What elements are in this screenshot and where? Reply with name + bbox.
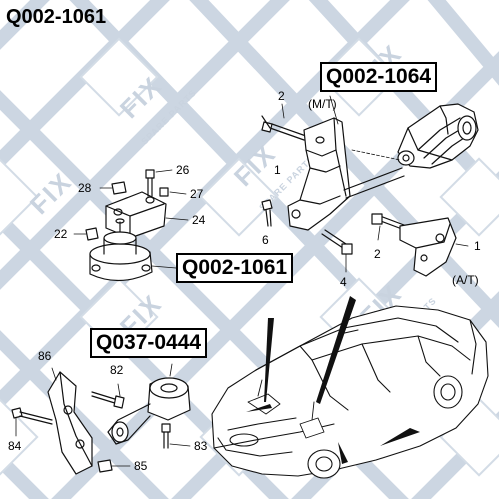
label-83: 83: [194, 439, 208, 453]
label-86: 86: [38, 349, 52, 363]
page-title: Q002-1061: [6, 6, 107, 28]
part-callout-middle: Q002-1061: [176, 253, 294, 283]
part-callout-lower-left: Q037-0444: [90, 328, 208, 358]
label-2-right: 2: [374, 247, 381, 261]
lower-bracket-86: [47, 367, 93, 475]
watermark-tile: [199, 157, 279, 237]
link-arm: [343, 149, 405, 199]
engine-mount-main: [89, 218, 153, 282]
label-at: (A/T): [452, 273, 479, 287]
mt-bracket: [287, 95, 351, 231]
label-2-top: 2: [278, 89, 285, 103]
bolt-4: [321, 229, 353, 273]
label-6: 6: [262, 233, 269, 247]
engine-bay-detail: [247, 379, 325, 439]
label-84: 84: [8, 439, 22, 453]
label-mt: (M/T): [308, 97, 337, 111]
mount-body-lower: [107, 363, 191, 445]
bolt-82: [91, 383, 125, 409]
watermark-tile: [79, 37, 159, 117]
label-82: 82: [110, 363, 124, 377]
label-28: 28: [78, 181, 92, 195]
leader-line: [151, 265, 177, 269]
label-26: 26: [176, 163, 190, 177]
watermark-tile: [439, 157, 499, 237]
label-4: 4: [340, 275, 347, 289]
upper-bolt: [261, 103, 307, 141]
at-bracket: [399, 217, 469, 277]
nut-85: [97, 459, 131, 473]
bracket-24: [105, 191, 189, 239]
bolt-84: [11, 407, 53, 437]
watermark-tile: [0, 157, 39, 237]
watermark-tile: [0, 397, 39, 477]
bolt-6: [261, 199, 273, 227]
bolt-27: [159, 187, 187, 197]
upper-torque-mount: [397, 103, 479, 169]
bolt-26: [145, 169, 173, 197]
label-24: 24: [192, 213, 206, 227]
nut-22: [73, 227, 99, 241]
bolt-83: [161, 423, 191, 449]
label-22: 22: [54, 227, 68, 241]
label-27: 27: [190, 187, 204, 201]
car-outline: [211, 305, 489, 479]
part-callout-top-right: Q002-1064: [320, 62, 438, 92]
label-1-right: 1: [474, 239, 481, 253]
label-85: 85: [134, 459, 148, 473]
pointer-wedge: [246, 296, 420, 464]
label-1-bracket: 1: [274, 163, 281, 177]
nut-28: [99, 181, 127, 195]
